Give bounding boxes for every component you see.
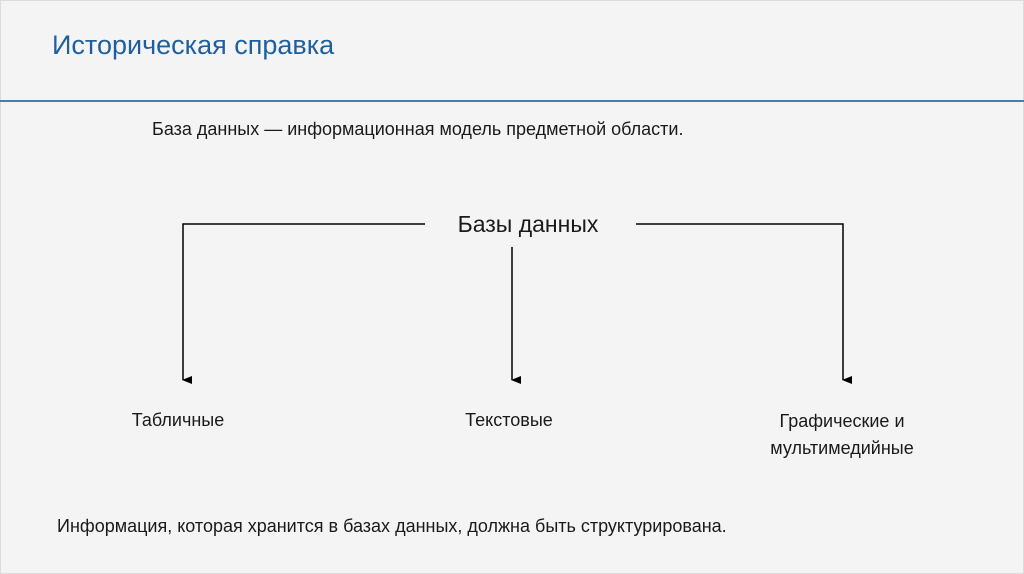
connector-right (636, 223, 852, 384)
title-divider (0, 100, 1024, 102)
child-node-graphic-line2: мультимедийные (770, 438, 914, 458)
child-node-graphic-line1: Графические и (779, 411, 905, 431)
definition-text: База данных — информационная модель пред… (152, 119, 684, 139)
slide-title: Историческая справка (52, 30, 335, 60)
connector-left (182, 223, 425, 384)
root-node-label: Базы данных (457, 211, 599, 237)
child-node-text: Текстовые (465, 410, 553, 430)
child-node-tabular: Табличные (131, 410, 225, 430)
conclusion-text: Информация, которая хранится в базах дан… (57, 516, 727, 536)
